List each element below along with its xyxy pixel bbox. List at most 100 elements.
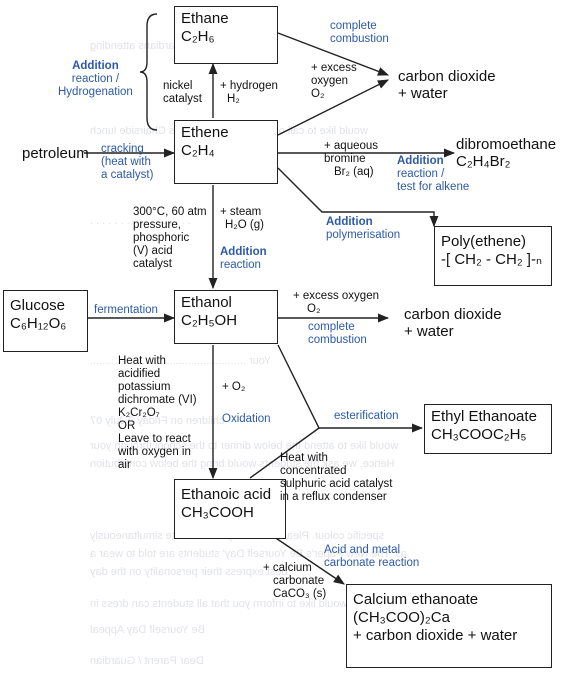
addition-poly-rest: polymerisation (326, 229, 401, 241)
addition-bromine-2: test for alkene (397, 181, 470, 193)
label-oxidation-conditions: Heat with acidified potassium dichromate… (118, 355, 197, 472)
cc-mid-2: combustion (308, 334, 367, 346)
cracking-1: cracking (101, 143, 144, 155)
node-ethanoic-acid: Ethanoic acid CH₃COOH (174, 479, 286, 539)
ester-cond-2: concentrated (280, 465, 347, 477)
product-petroleum: petroleum (22, 145, 89, 162)
ox-cond-4: dichromate (VI) (118, 394, 197, 406)
addition-steam-rest: reaction (220, 259, 261, 271)
eo-top-2: oxygen (311, 75, 349, 87)
node-ethanol: Ethanol C₂H₅OH (174, 290, 278, 344)
co2-top-line2: + water (398, 85, 448, 102)
node-ethane: Ethane C₂H₆ (174, 6, 278, 64)
label-ester-conditions: Heat with concentrated sulphuric acid ca… (280, 452, 393, 504)
addition-bromine-1: reaction / (397, 168, 445, 180)
ox-cond-5: K₂Cr₂O₇ (118, 407, 160, 419)
steam-cond-2: pressure, (133, 219, 181, 231)
label-excess-oxygen-mid: + excess oxygen O₂ (293, 290, 379, 316)
ethanoic-acid-formula: CH₃COOH (181, 504, 254, 521)
label-nickel-catalyst: nickel catalyst (163, 80, 202, 106)
label-addition-polymerisation: Addition polymerisation (326, 216, 400, 242)
label-complete-combustion-mid: complete combustion (308, 321, 367, 347)
ethene-formula: C₂H₄ (181, 142, 215, 159)
cracking-3: a catalyst) (101, 169, 154, 181)
hydrogen-1: + hydrogen (220, 80, 278, 92)
ox-cond-2: acidified (118, 368, 161, 380)
label-cracking: cracking (heat with a catalyst) (101, 143, 153, 182)
eo-top-1: + excess (311, 62, 357, 74)
steam-2: H₂O (g) (225, 219, 264, 231)
ester-cond-1: Heat with (280, 452, 328, 464)
arrow-ethane-combustion (277, 32, 390, 76)
arrow-acid-esterification (249, 427, 320, 479)
ethanoic-acid-name: Ethanoic acid (181, 486, 272, 503)
label-aqueous-bromine: + aqueous bromine Br₂ (aq) (324, 140, 378, 179)
caco3-3: CaCO₃ (s) (273, 588, 327, 600)
calcium-ethanoate-formula: (CH₃COO)₂Ca (353, 609, 450, 626)
cracking-2: (heat with (101, 156, 151, 168)
ox-cond-8: with oxygen in (118, 446, 191, 458)
eo-mid-1: + excess oxygen (293, 290, 379, 302)
ethene-name: Ethene (181, 124, 229, 141)
ethane-name: Ethane (181, 10, 229, 27)
product-co2-top: carbon dioxide + water (398, 68, 496, 102)
node-polyethene: Poly(ethene) -[ CH₂ - CH₂ ]-ₙ (434, 226, 552, 286)
addition-steam-bold: Addition (220, 246, 267, 258)
acid-metal-2: carbonate reaction (324, 557, 420, 569)
node-glucose: Glucose C₆H₁₂O₆ (3, 290, 88, 352)
label-o2: + O₂ (222, 381, 246, 393)
ethane-formula: C₂H₆ (181, 28, 215, 45)
acid-metal-1: Acid and metal (324, 544, 401, 556)
co2-mid-line2: + water (404, 323, 454, 340)
addition-bromine-bold: Addition (397, 155, 444, 167)
label-complete-combustion-top: complete combustion (330, 20, 389, 46)
co2-top-line1: carbon dioxide (398, 68, 496, 85)
polyethene-name: Poly(ethene) (441, 233, 527, 250)
label-steam-conditions: 300°C, 60 atm pressure, phosphoric (V) a… (133, 206, 207, 271)
glucose-formula: C₆H₁₂O₆ (10, 315, 67, 332)
ox-cond-6: OR (118, 420, 136, 432)
calcium-ethanoate-extra: + carbon dioxide + water (353, 627, 518, 644)
glucose-name: Glucose (10, 297, 66, 314)
bromine-2: bromine (324, 153, 366, 165)
addition-hydro-1: reaction / (71, 73, 120, 85)
ethyl-ethanoate-name: Ethyl Ethanoate (431, 408, 537, 425)
node-ethyl-ethanoate: Ethyl Ethanoate CH₃COOC₂H₅ (424, 404, 552, 454)
label-acid-metal-carbonate: Acid and metal carbonate reaction (324, 544, 419, 570)
label-excess-oxygen-top: + excess oxygen O₂ (311, 62, 357, 101)
label-oxidation: Oxidation (222, 413, 271, 425)
ox-cond-7: Leave to react (118, 433, 191, 445)
node-calcium-ethanoate: Calcium ethanoate (CH₃COO)₂Ca + carbon d… (346, 584, 552, 668)
ethyl-ethanoate-formula: CH₃COOC₂H₅ (431, 426, 527, 443)
steam-cond-4: (V) acid (133, 245, 173, 257)
product-co2-mid: carbon dioxide + water (404, 306, 502, 340)
label-calcium-carbonate: + calcium carbonate CaCO₃ (s) (263, 562, 326, 601)
ox-cond-1: Heat with (118, 355, 166, 367)
ethanol-formula: C₂H₅OH (181, 312, 238, 329)
eo-top-3: O₂ (311, 88, 325, 100)
addition-hydro-bold: Addition (72, 60, 119, 72)
steam-cond-5: catalyst (133, 258, 172, 270)
product-dibromoethane: dibromoethane C₂H₄Br₂ (456, 136, 556, 170)
label-fermentation: fermentation (94, 304, 158, 316)
label-steam: + steam H₂O (g) (220, 206, 264, 232)
bracket-brace (139, 13, 158, 131)
ox-cond-3: potassium (118, 381, 171, 393)
dibromoethane-formula: C₂H₄Br₂ (456, 153, 511, 170)
caco3-1: + calcium (263, 562, 312, 574)
ox-cond-9: air (118, 459, 131, 471)
ester-cond-3: sulphuric acid catalyst (280, 478, 393, 490)
arrow-ethene-combustion (277, 79, 390, 136)
ester-cond-4: in a reflux condenser (280, 491, 387, 503)
caco3-2: carbonate (273, 575, 325, 587)
co2-mid-line1: carbon dioxide (404, 306, 502, 323)
polyethene-formula: -[ CH₂ - CH₂ ]-ₙ (441, 251, 542, 268)
hydrogen-2: H₂ (227, 93, 240, 105)
cc-mid-1: complete (308, 321, 355, 333)
nickel-1: nickel (163, 80, 193, 92)
steam-1: + steam (220, 206, 262, 218)
addition-poly-bold: Addition (326, 216, 373, 228)
cc-top-1: complete (330, 20, 377, 32)
label-addition-bromine: Addition reaction / test for alkene (397, 155, 469, 194)
